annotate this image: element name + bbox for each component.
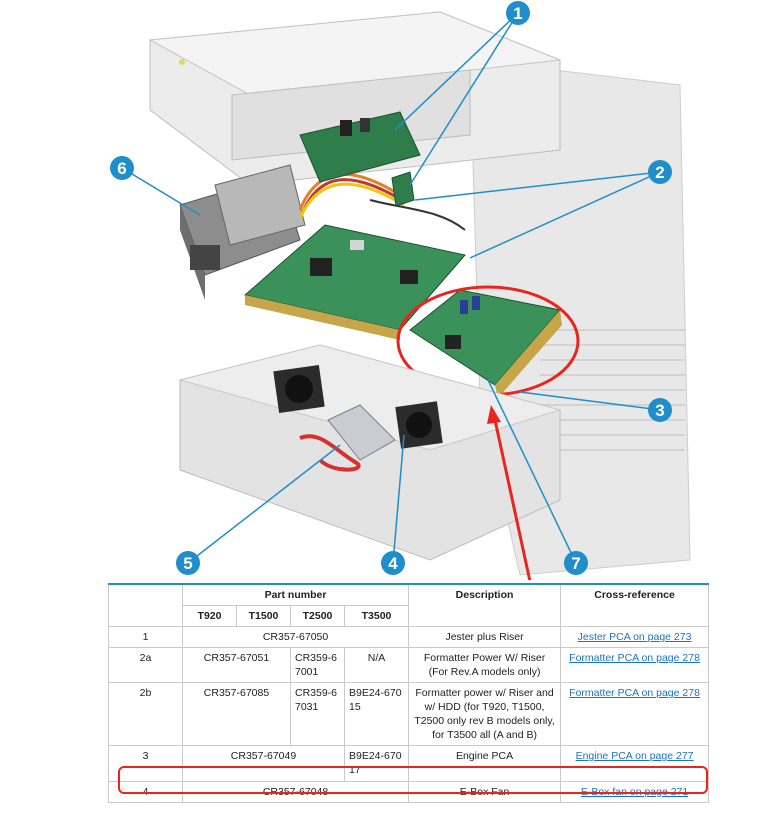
model-t3500: T3500 <box>343 605 410 627</box>
table-row: 1 CR357-67050 Jester plus Riser Jester P… <box>108 626 710 648</box>
ref-header <box>108 583 183 627</box>
model-t2500: T2500 <box>290 605 345 627</box>
callout-1: 1 <box>506 1 530 25</box>
part-number: CR357-67051 <box>182 647 291 683</box>
table-row: 2b CR357-67085 CR359-6 7031 B9E24-670 15… <box>108 682 710 746</box>
cross-reference-link[interactable]: Jester PCA on page 273 <box>560 626 710 648</box>
cable-bundle <box>298 172 466 231</box>
part-number: N/A <box>343 647 410 683</box>
cross-reference-link[interactable]: Formatter PCA on page 278 <box>560 647 710 683</box>
engine-pca-row-highlight <box>118 766 708 794</box>
formatter-pca <box>243 224 466 340</box>
e-box-fans <box>273 365 443 449</box>
table-header-row: Part number Description Cross-reference <box>108 583 710 627</box>
model-t920: T920 <box>182 605 237 627</box>
row-ref: 1 <box>108 626 183 648</box>
table-row: 2a CR357-67051 CR359-6 7001 N/A Formatte… <box>108 647 710 683</box>
description: Formatter power w/ Riser and w/ HDD (for… <box>408 682 562 746</box>
callout-4: 4 <box>381 551 405 575</box>
hard-disk <box>299 404 396 472</box>
callout-3-label: 3 <box>655 401 664 420</box>
part-number: CR357-67085 <box>182 682 291 746</box>
callout-2-label: 2 <box>655 163 664 182</box>
callout-7: 7 <box>564 551 588 575</box>
exploded-parts-diagram: 1 2 3 4 5 6 7 <box>110 1 691 580</box>
callout-5-label: 5 <box>183 554 192 573</box>
callout-6-label: 6 <box>117 159 126 178</box>
callout-5: 5 <box>176 551 200 575</box>
part-number: B9E24-670 17 <box>343 745 410 782</box>
callout-7-label: 7 <box>571 554 580 573</box>
callout-3: 3 <box>648 398 672 422</box>
callout-1-label: 1 <box>513 4 522 23</box>
description: Jester plus Riser <box>408 626 562 648</box>
row-ref: 2b <box>108 682 183 746</box>
model-t1500: T1500 <box>236 605 291 627</box>
part-number: CR357-67050 <box>181 626 410 648</box>
parts-table: Part number Description Cross-reference … <box>108 583 710 803</box>
callout-leaders <box>121 12 661 564</box>
callout-4-label: 4 <box>388 554 398 573</box>
row-ref: 2a <box>108 647 183 683</box>
description: Formatter Power W/ Riser (For Rev.A mode… <box>408 647 562 683</box>
part-number: CR359-6 7001 <box>290 647 345 683</box>
part-number-header: Part number <box>181 583 410 606</box>
callout-6: 6 <box>110 156 134 180</box>
cross-reference-link[interactable]: Formatter PCA on page 278 <box>560 682 710 746</box>
part-number: CR359-6 7031 <box>290 682 345 746</box>
part-number: CR357-67049 <box>182 745 345 782</box>
red-pointer-arrow <box>487 405 532 580</box>
jester-pca <box>299 111 421 207</box>
part-number: B9E24-670 15 <box>343 682 410 746</box>
power-supply <box>179 164 306 300</box>
cross-reference-link[interactable]: Engine PCA on page 277 <box>560 745 710 782</box>
cross-reference-header: Cross-reference <box>560 583 710 627</box>
description-header: Description <box>408 583 562 627</box>
engine-pca <box>396 285 580 398</box>
callout-2: 2 <box>648 160 672 184</box>
